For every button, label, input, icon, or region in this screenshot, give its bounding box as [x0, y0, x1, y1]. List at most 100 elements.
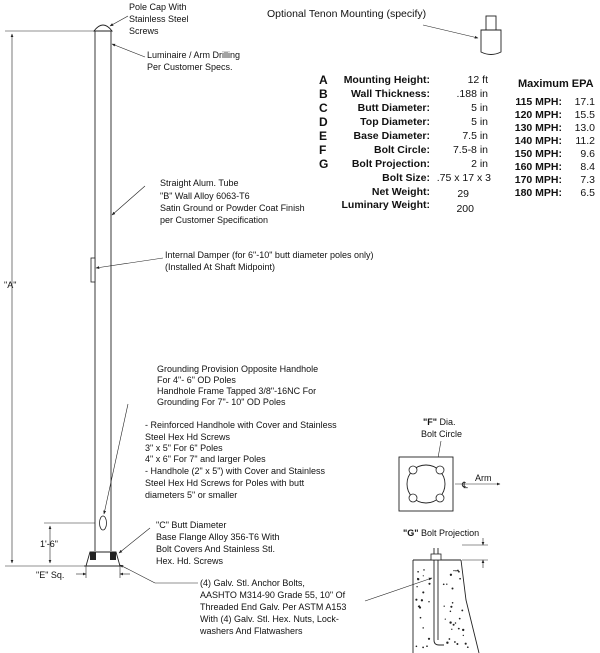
svg-text:Screws: Screws [129, 26, 159, 36]
dim-e-label: "E" Sq. [36, 570, 64, 580]
svg-text:- Reinforced Handhole with Cov: - Reinforced Handhole with Cover and Sta… [145, 420, 337, 430]
svg-text:150 MPH:: 150 MPH: [515, 148, 562, 160]
svg-text:With (4) Galv. Stl. Hex. Nuts,: With (4) Galv. Stl. Hex. Nuts, Lock- [200, 614, 339, 624]
pole-shaft [90, 24, 113, 551]
speckle-dot [451, 602, 454, 604]
speckle-dot [442, 583, 445, 586]
svg-text:"F" Dia.: "F" Dia. [423, 417, 456, 427]
callout-grounding: Grounding Provision Opposite Handhole Fo… [157, 364, 318, 407]
svg-text:Pole Cap With: Pole Cap With [129, 2, 187, 12]
svg-text:6.5: 6.5 [580, 187, 595, 199]
svg-text:A: A [319, 73, 328, 87]
tenon-drawing [480, 15, 502, 55]
svg-text:For 4"- 6" OD Poles: For 4"- 6" OD Poles [157, 375, 236, 385]
svg-text:Bolt Circle:: Bolt Circle: [374, 144, 430, 156]
svg-text:120 MPH:: 120 MPH: [515, 109, 562, 121]
handhole-shape [99, 515, 107, 531]
svg-text:2 in: 2 in [471, 158, 488, 170]
bolt-circle-label: Bolt Circle [421, 429, 462, 439]
arm-label: Arm [475, 473, 492, 483]
svg-text:170 MPH:: 170 MPH: [515, 174, 562, 186]
dimension-e: "E" Sq. [36, 566, 130, 580]
spec-table: A Mounting Height: 12 ft B Wall Thicknes… [319, 73, 491, 215]
bolt-circle-view: "F" Dia. Bolt Circle Arm ℄ [398, 417, 501, 512]
speckle-dot [423, 569, 425, 571]
speckle-dot [448, 638, 451, 640]
svg-text:Steel Hex Hd Screws: Steel Hex Hd Screws [145, 432, 231, 442]
svg-text:F: F [319, 143, 326, 157]
speckle-dot [419, 616, 422, 619]
svg-text:Per Customer Specs.: Per Customer Specs. [147, 62, 233, 72]
speckle-dot [458, 617, 461, 620]
bolt-projection-view: "G" Bolt Projection [403, 528, 488, 653]
callout-pole-cap: Pole Cap With Stainless Steel Screws [129, 2, 189, 36]
svg-text:Stainless Steel: Stainless Steel [129, 14, 189, 24]
speckle-dot [451, 587, 454, 590]
speckle-dot [422, 627, 424, 629]
speckle-dot [461, 609, 464, 612]
svg-text:E: E [319, 129, 327, 143]
svg-text:7.5 in: 7.5 in [462, 130, 488, 142]
speckle-dot [446, 641, 449, 644]
speckle-dot [455, 570, 457, 572]
svg-text:9.6: 9.6 [580, 148, 595, 160]
svg-text:diameters 5" or smaller: diameters 5" or smaller [145, 490, 237, 500]
speckle-dot [454, 641, 456, 643]
svg-text:7.5-8 in: 7.5-8 in [453, 144, 488, 156]
speckle-dot [449, 610, 452, 613]
svg-text:Grounding Provision Opposite H: Grounding Provision Opposite Handhole [157, 364, 318, 374]
speckle-dot [464, 642, 467, 645]
pole-cap-shape [93, 24, 113, 32]
speckle-dot [420, 599, 424, 602]
epa-table: Maximum EPA 115 MPH: 17.1 120 MPH: 15.5 … [515, 78, 595, 199]
speckle-dot [443, 605, 445, 607]
dim-handhole-label: 1'-6" [40, 539, 58, 549]
speckle-dot [453, 569, 455, 572]
speckle-dot [458, 570, 460, 573]
svg-text:17.1: 17.1 [575, 96, 596, 108]
svg-text:Luminary Weight:: Luminary Weight: [342, 199, 430, 211]
svg-text:per Customer Specification: per Customer Specification [160, 215, 268, 225]
speckle-dot [416, 586, 418, 588]
speckle-dot [444, 618, 446, 620]
svg-text:(4) Galv. Stl. Anchor Bolts,: (4) Galv. Stl. Anchor Bolts, [200, 578, 305, 588]
svg-text:Steel Hex Hd Screws for Poles: Steel Hex Hd Screws for Poles with butt [145, 478, 305, 488]
callout-tube: Straight Alum. Tube "B" Wall Alloy 6063-… [160, 178, 305, 225]
speckle-dot [459, 577, 461, 580]
speckle-dot [418, 606, 422, 609]
callout-luminaire-drilling: Luminaire / Arm Drilling Per Customer Sp… [147, 50, 240, 72]
tenon-label: Optional Tenon Mounting (specify) [267, 8, 426, 20]
svg-text:.188 in: .188 in [456, 88, 488, 100]
speckle-dot [450, 605, 453, 608]
svg-text:4" x 6" For 7" and larger Pole: 4" x 6" For 7" and larger Poles [145, 454, 266, 464]
speckle-dot [456, 569, 459, 572]
speckle-dot [452, 623, 455, 626]
svg-text:Internal Damper (for 6"-10" bu: Internal Damper (for 6"-10" butt diamete… [165, 250, 374, 260]
svg-text:Handhole Frame Tapped 3/8"-16N: Handhole Frame Tapped 3/8"-16NC For [157, 386, 316, 396]
callout-handhole: - Reinforced Handhole with Cover and Sta… [145, 420, 337, 500]
bolt-projection-label: Bolt Projection [419, 528, 480, 538]
svg-text:13.0: 13.0 [575, 122, 596, 134]
speckle-dot [454, 622, 457, 624]
svg-text:12 ft: 12 ft [468, 74, 489, 86]
svg-text:G: G [319, 157, 328, 171]
svg-text:8.4: 8.4 [580, 161, 595, 173]
speckle-dot [417, 570, 419, 573]
svg-text:160 MPH:: 160 MPH: [515, 161, 562, 173]
svg-text:AASHTO M314-90 Grade 55, 10" O: AASHTO M314-90 Grade 55, 10" Of [200, 590, 346, 600]
svg-text:200: 200 [456, 203, 474, 215]
bolt-circle-dia-label: Dia. [437, 417, 456, 427]
svg-text:.75 x 17 x 3: .75 x 17 x 3 [437, 172, 491, 184]
bolt-projection-g-label: "G" [403, 528, 419, 538]
speckle-dot [446, 583, 448, 585]
svg-text:Bolt Covers And Stainless Stl.: Bolt Covers And Stainless Stl. [156, 544, 275, 554]
svg-text:5 in: 5 in [471, 116, 488, 128]
damper-mark [90, 257, 96, 283]
svg-text:Net Weight:: Net Weight: [372, 186, 430, 198]
svg-text:Bolt Size:: Bolt Size: [382, 172, 430, 184]
svg-text:7.3: 7.3 [580, 174, 595, 186]
svg-text:B: B [319, 87, 328, 101]
svg-text:Hex. Hd. Screws: Hex. Hd. Screws [156, 556, 224, 566]
speckle-dot [457, 627, 460, 630]
pole-base [84, 551, 122, 567]
